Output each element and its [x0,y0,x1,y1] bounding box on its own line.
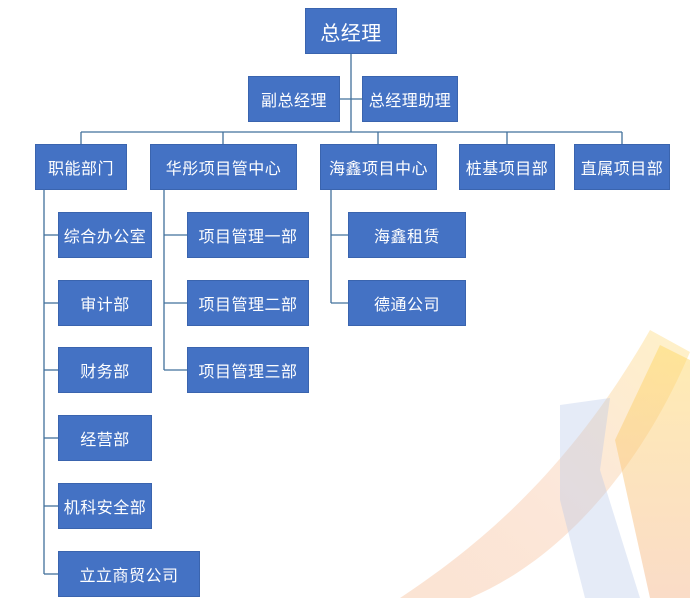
node-dept-direct: 直属项目部 [574,144,670,190]
node-deputy: 副总经理 [248,76,340,122]
node-assistant: 总经理助理 [362,76,458,122]
node-general-office: 综合办公室 [58,212,152,258]
node-detong: 德通公司 [348,280,466,326]
node-dept-functional: 职能部门 [35,144,127,190]
node-machinery-safety: 机科安全部 [58,483,152,529]
node-lili-trading: 立立商贸公司 [58,551,200,597]
node-pm-1: 项目管理一部 [187,212,309,258]
node-dept-haixin: 海鑫项目中心 [320,144,437,190]
node-dept-pile: 桩基项目部 [459,144,555,190]
node-pm-3: 项目管理三部 [187,347,309,393]
node-audit: 审计部 [58,280,152,326]
node-pm-2: 项目管理二部 [187,280,309,326]
node-dept-huatong: 华彤项目管中心 [150,144,297,190]
node-business: 经营部 [58,415,152,461]
node-haixin-leasing: 海鑫租赁 [348,212,466,258]
node-finance: 财务部 [58,347,152,393]
node-root: 总经理 [305,8,397,54]
